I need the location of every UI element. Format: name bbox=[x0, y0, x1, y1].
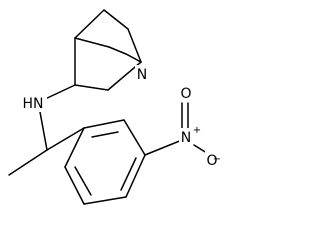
ring-inner-bond-3 bbox=[74, 166, 92, 196]
nitro-oxygen-top-label: O bbox=[180, 86, 191, 102]
quinuclidine-cage bbox=[74, 9, 142, 91]
nitrophenyl-ring bbox=[64, 119, 146, 205]
bond-ch-ring bbox=[46, 127, 85, 151]
bond-c4-c8 bbox=[74, 37, 110, 48]
bond-c9-n1 bbox=[125, 53, 142, 63]
nitro-oxygen-charge: − bbox=[213, 154, 221, 165]
ring-bond-3 bbox=[125, 154, 146, 198]
linker bbox=[8, 84, 85, 176]
nitro-oxygen-right-label: O bbox=[206, 153, 217, 169]
nitro-nitrogen-charge: + bbox=[193, 125, 201, 136]
ring-bond-6 bbox=[64, 127, 85, 168]
quinuclidine-nitrogen-label: N bbox=[137, 67, 147, 83]
nitro-nitrogen-label: N bbox=[181, 130, 191, 146]
amine-nh-label: HN bbox=[23, 96, 44, 112]
ring-inner-bond-2 bbox=[120, 157, 137, 191]
ring-inner-bond-1 bbox=[91, 131, 119, 138]
bond-ring-nitro bbox=[144, 139, 183, 156]
ring-bond-4 bbox=[83, 196, 127, 205]
ring-bond-1 bbox=[83, 119, 125, 129]
bond-c8-c9 bbox=[108, 46, 127, 55]
bond-c6-n1 bbox=[127, 28, 142, 63]
bond-c4-c5 bbox=[74, 9, 105, 39]
bond-nh-ch bbox=[39, 111, 48, 151]
ring-bond-5 bbox=[64, 166, 85, 205]
bond-ch-methyl bbox=[8, 149, 48, 176]
bond-c5-c6 bbox=[103, 9, 129, 30]
ring-bond-2 bbox=[123, 119, 146, 156]
molecule-structure: N HN N + O O − bbox=[8, 9, 221, 205]
atom-labels: N HN N + O O − bbox=[21, 65, 221, 169]
bond-c2-c3 bbox=[74, 84, 109, 91]
bond-c3-nh bbox=[42, 84, 76, 101]
